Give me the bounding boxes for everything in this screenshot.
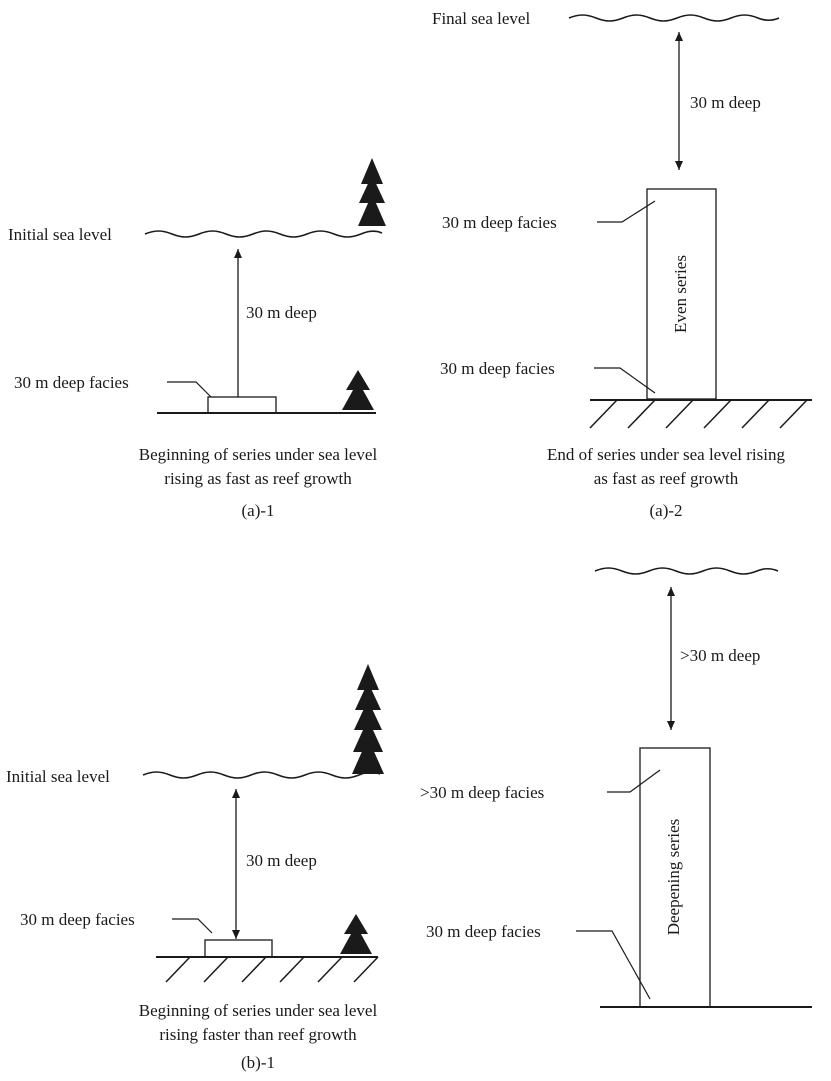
top-facies-leader-a2 xyxy=(597,200,656,223)
facies-label-b1: 30 m deep facies xyxy=(20,910,135,929)
caption-a2-line1: End of series under sea level rising xyxy=(547,445,785,464)
initial-sea-level-label-b1: Initial sea level xyxy=(6,767,110,786)
initial-sea-level-label: Initial sea level xyxy=(8,225,112,244)
facies-box-a1 xyxy=(207,396,277,414)
bottom-facies-label-a2: 30 m deep facies xyxy=(440,359,555,378)
depth-label-a2: 30 m deep xyxy=(690,93,761,112)
initial-sea-level-wave-b1 xyxy=(142,771,381,779)
top-facies-label-b2: >30 m deep facies xyxy=(420,783,544,802)
facies-label-a1: 30 m deep facies xyxy=(14,373,129,392)
seafloor-hatch-a2 xyxy=(589,399,808,429)
depth-label-b1: 30 m deep xyxy=(246,851,317,870)
reef-tree-icon-upper xyxy=(358,158,386,226)
even-series-label: Even series xyxy=(671,255,690,333)
depth-label-a1: 30 m deep xyxy=(246,303,317,322)
panel-b1: Initial sea level 30 m deep 30 m deep fa… xyxy=(6,664,384,1072)
final-sea-level-label: Final sea level xyxy=(432,9,530,28)
caption-a1-line1: Beginning of series under sea level xyxy=(139,445,378,464)
reef-tree-icon-upper-b1 xyxy=(352,664,384,774)
depth-label-b2: >30 m deep xyxy=(680,646,760,665)
panel-b2: >30 m deep Deepening series >30 m deep f… xyxy=(420,567,812,1008)
panel-id-b1: (b)-1 xyxy=(241,1053,275,1072)
facies-leader-a1 xyxy=(167,381,213,399)
caption-b1-line1: Beginning of series under sea level xyxy=(139,1001,378,1020)
facies-leader-b1 xyxy=(172,918,213,934)
panel-a2: Final sea level 30 m deep Even series 30… xyxy=(432,9,812,520)
deepening-series-label: Deepening series xyxy=(664,819,683,936)
bottom-facies-label-b2: 30 m deep facies xyxy=(426,922,541,941)
caption-b1-line2: rising faster than reef growth xyxy=(159,1025,357,1044)
caption-a1-line2: rising as fast as reef growth xyxy=(164,469,352,488)
final-sea-level-wave-b2 xyxy=(594,567,779,575)
reef-tree-icon-lower-b1 xyxy=(340,914,372,954)
caption-a2-line2: as fast as reef growth xyxy=(594,469,739,488)
bottom-facies-leader-b2 xyxy=(576,930,651,1000)
facies-box-b1 xyxy=(204,939,273,958)
top-facies-label-a2: 30 m deep facies xyxy=(442,213,557,232)
final-sea-level-wave xyxy=(568,14,780,22)
reef-tree-icon-lower xyxy=(342,370,374,410)
seafloor-hatch-b1 xyxy=(165,956,379,983)
bottom-facies-leader-a2 xyxy=(594,367,656,394)
panel-id-a2: (a)-2 xyxy=(649,501,682,520)
initial-sea-level-wave xyxy=(144,230,383,238)
panel-id-a1: (a)-1 xyxy=(241,501,274,520)
panel-a1: Initial sea level 30 m deep 30 m deep fa… xyxy=(8,158,386,520)
top-facies-leader-b2 xyxy=(607,769,661,793)
